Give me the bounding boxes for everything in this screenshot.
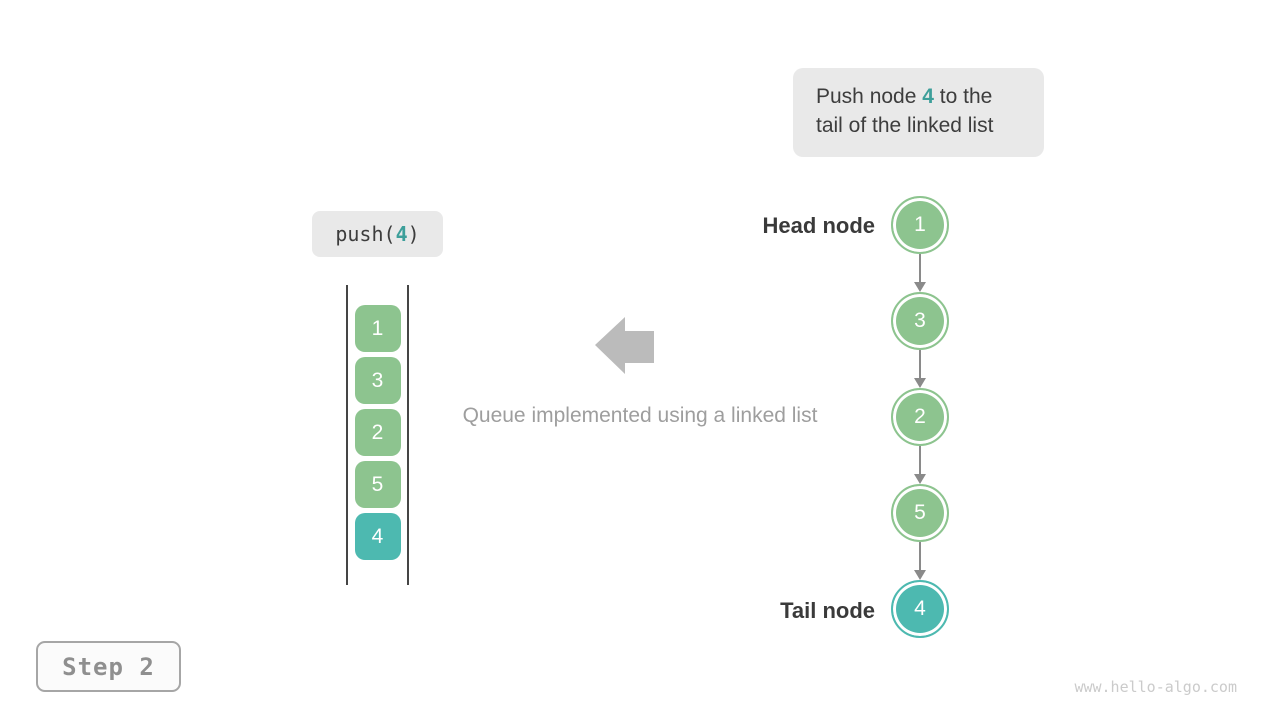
watermark: www.hello-algo.com bbox=[1074, 678, 1237, 696]
push-call-arg: 4 bbox=[395, 222, 408, 246]
note-text-suffix: to the bbox=[933, 85, 993, 108]
arrow-down-icon bbox=[891, 542, 949, 580]
linked-list: 1 3 2 5 4 bbox=[891, 196, 949, 638]
list-node: 3 bbox=[891, 292, 949, 350]
list-node: 5 bbox=[891, 484, 949, 542]
push-call-suffix: ) bbox=[407, 222, 420, 246]
list-node: 1 bbox=[891, 196, 949, 254]
list-node: 2 bbox=[891, 388, 949, 446]
note-text-prefix: Push node bbox=[816, 85, 923, 108]
push-call-prefix: push( bbox=[335, 222, 396, 246]
queue-cell: 4 bbox=[354, 513, 401, 560]
list-node: 4 bbox=[891, 580, 949, 638]
arrow-down-icon bbox=[891, 350, 949, 388]
queue-stack: 1 3 2 5 4 bbox=[346, 285, 409, 585]
note-line1: Push node 4 to the bbox=[816, 85, 992, 108]
step-badge: Step 2 bbox=[36, 641, 181, 692]
diagram-caption: Queue implemented using a linked list bbox=[462, 404, 818, 427]
block-arrow-left-icon bbox=[595, 317, 654, 374]
queue-cell: 3 bbox=[354, 357, 401, 404]
tail-node-label: Tail node bbox=[780, 598, 875, 623]
note-highlight-value: 4 bbox=[922, 85, 934, 108]
queue-cell: 1 bbox=[354, 305, 401, 352]
queue-cell: 2 bbox=[354, 409, 401, 456]
push-call-label: push(4) bbox=[312, 211, 443, 257]
push-note: Push node 4 to the tail of the linked li… bbox=[793, 68, 1044, 157]
head-node-label: Head node bbox=[762, 213, 875, 238]
note-line2: tail of the linked list bbox=[816, 114, 994, 137]
arrow-down-icon bbox=[891, 446, 949, 484]
arrow-down-icon bbox=[891, 254, 949, 292]
queue-cell: 5 bbox=[354, 461, 401, 508]
